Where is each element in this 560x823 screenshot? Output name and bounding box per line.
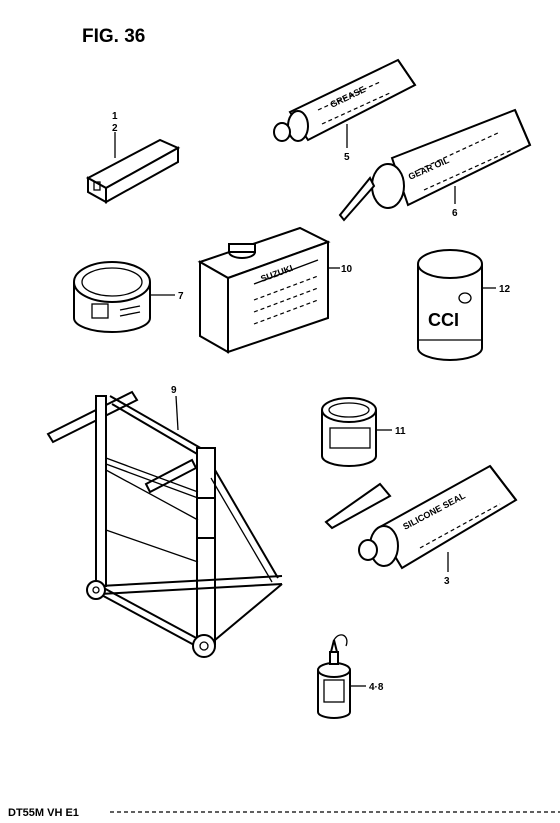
part-gear-oil-tube-illustration: GEAR OIL xyxy=(338,108,532,222)
part-block-illustration xyxy=(85,132,181,204)
part-oil-can-illustration: SUZUKI xyxy=(197,226,340,354)
callout-part-1: 1 xyxy=(112,111,118,122)
callout-part-5: 5 xyxy=(344,152,350,163)
figure-title: FIG. 36 xyxy=(82,26,145,47)
callout-part-10: 10 xyxy=(341,264,353,275)
callout-part-7: 7 xyxy=(178,291,184,302)
part-grease-tin-illustration xyxy=(73,261,175,333)
part-dropper-bottle-illustration xyxy=(317,634,366,719)
footer-model-code: DT55M VH E1 xyxy=(8,807,79,819)
callout-part-12: 12 xyxy=(499,284,511,295)
part-bond-tube-illustration: SILICONE SEAL xyxy=(324,464,518,572)
callout-part-3: 3 xyxy=(444,576,450,587)
part-spray-can-illustration: CCI xyxy=(417,249,496,361)
callout-part-4-8: 4·8 xyxy=(369,682,384,693)
callout-part-6: 6 xyxy=(452,208,458,219)
part-grease-tube-illustration: GREASE xyxy=(273,58,417,148)
callout-part-9: 9 xyxy=(171,385,177,396)
part-engine-stand-illustration xyxy=(46,390,283,658)
spray-can-label: CCI xyxy=(428,310,459,330)
callout-part-2: 2 xyxy=(112,123,118,134)
part-small-can-illustration xyxy=(321,397,392,467)
callout-part-11: 11 xyxy=(395,426,406,437)
